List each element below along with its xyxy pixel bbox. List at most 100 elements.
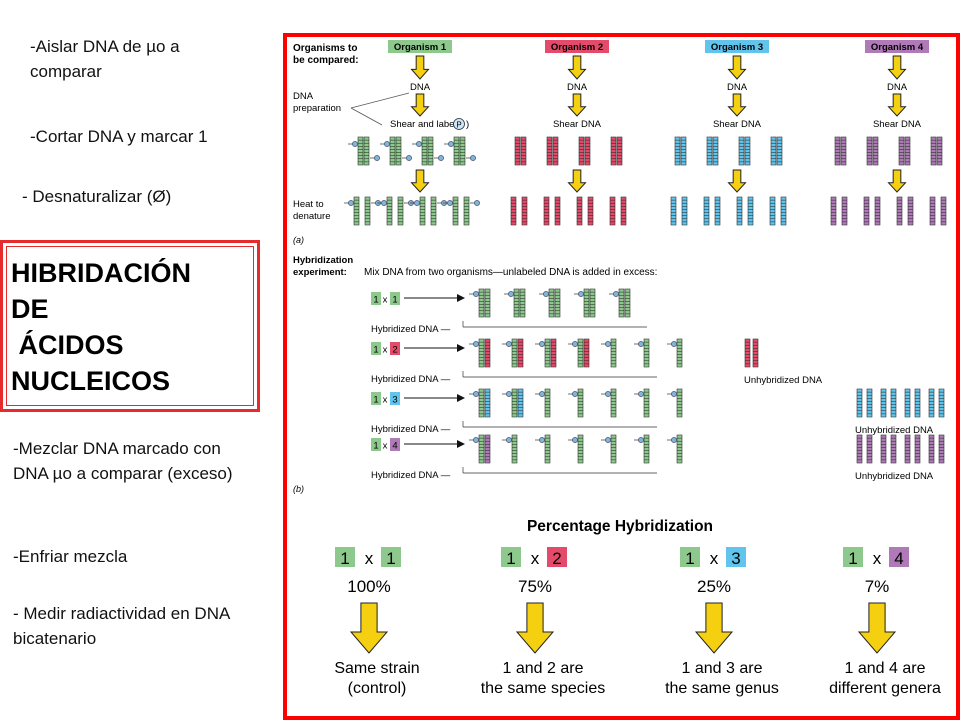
organism-2-duplex-2-a — [578, 136, 585, 166]
panel-a-label: (a) — [293, 235, 304, 245]
cross-1x3-hyb-dot-4 — [605, 391, 611, 397]
result-1x2-a-box — [501, 547, 521, 567]
heat-label-1: Heat to — [293, 199, 324, 210]
cross-1x4-unhyb-b-2 — [914, 434, 921, 464]
cross-1x4-unhyb-a-2 — [904, 434, 911, 464]
organism-1-arrow-3 — [410, 169, 430, 193]
cross-1x4-hybridized-label: Hybridized DNA — — [371, 470, 451, 481]
organism-4-duplex-3-b — [936, 136, 943, 166]
result-1x2-b-box — [547, 547, 567, 567]
cross-1x2-hyb-partner-0 — [484, 338, 491, 368]
cross-1x3-hyb-dot-0 — [473, 391, 479, 397]
organism-4-shear-label: Shear DNA — [873, 119, 922, 130]
hyb-label-1: Hybridization — [293, 255, 353, 266]
organism-3-duplex-1-b — [712, 136, 719, 166]
organism-4-ss-b-0 — [841, 196, 848, 226]
organism-1-duplex-0-b — [363, 136, 370, 166]
pct-title: Percentage Hybridization — [527, 518, 713, 535]
cross-1x3-unhyb-b-1 — [890, 388, 897, 418]
organism-1-ss-dot-r-3 — [474, 200, 480, 206]
organism-2-arrow-3 — [567, 169, 587, 193]
organism-2-ss-b-1 — [554, 196, 561, 226]
organism-3-duplex-2-a — [738, 136, 745, 166]
result-1x2-arrow — [515, 602, 555, 654]
cross-1x3-hyb-partner-1 — [517, 388, 524, 418]
organism-1-label-dot-r-0 — [374, 155, 380, 161]
result-1x4-times: x — [873, 549, 882, 568]
result-1x2-line-1: 1 and 2 are — [503, 660, 584, 677]
cross-1x2-unhyb-0 — [744, 338, 751, 368]
dna-prep-label-2: preparation — [293, 103, 341, 114]
cross-1x2-hyb-partner-2 — [550, 338, 557, 368]
cross-1x3-unhybridized-label: Unhybridized DNA — [855, 425, 934, 436]
result-1x4-line-1: 1 and 4 are — [845, 660, 926, 677]
cross-1x2-hyb-dot-6 — [671, 341, 677, 347]
cross-1x2-b — [390, 342, 400, 355]
organism-2-duplex-3-b — [616, 136, 623, 166]
organism-1-label-dot-r-1 — [406, 155, 412, 161]
result-1x3-b-label: 3 — [731, 549, 740, 568]
organism-3-ss-b-1 — [714, 196, 721, 226]
cross-1x1-hyb-dot-2 — [543, 291, 549, 297]
cross-1x1-hyb-green-2 — [548, 288, 555, 318]
organism-4-duplex-1-a — [866, 136, 873, 166]
cross-1x4-hyb-green-4 — [610, 434, 617, 464]
organisms-label-1: Organisms to — [293, 43, 357, 54]
cross-1x4-unhyb-a-0 — [856, 434, 863, 464]
cross-1x1-a — [371, 292, 381, 305]
cross-1x3-a-label: 1 — [373, 395, 378, 406]
cross-1x2-hyb-dot-2 — [539, 341, 545, 347]
result-1x1-arrow — [349, 602, 389, 654]
organism-1-duplex-1-a — [389, 136, 396, 166]
organism-4-duplex-0-b — [840, 136, 847, 166]
organism-4-ss-a-3 — [929, 196, 936, 226]
step-mix-dna: -Mezclar DNA marcado con DNA µo a compar… — [13, 439, 233, 483]
organism-1-ss-b-1 — [397, 196, 404, 226]
organism-1-label-dot-l-3 — [448, 141, 454, 147]
dna-prep-label-1: DNA — [293, 91, 314, 102]
shear-label-end: ) — [466, 119, 469, 130]
result-1x3-line-1: 1 and 3 are — [682, 660, 763, 677]
result-1x1-a-label: 1 — [340, 549, 349, 568]
cross-1x3-hyb-partner-0 — [484, 388, 491, 418]
organism-2-duplex-3-a — [610, 136, 617, 166]
cross-1x3-hyb-dot-6 — [671, 391, 677, 397]
cross-1x1-hyb-dot-3 — [578, 291, 584, 297]
cross-1x4-b — [390, 438, 400, 451]
hybridization-figure: Organisms to be compared: DNA preparatio… — [283, 33, 960, 720]
result-1x2-line-2: the same species — [481, 680, 606, 697]
cross-1x4-hyb-dot-1 — [506, 437, 512, 443]
organism-3-badge — [705, 40, 769, 53]
step-measure: - Medir radiactividad en DNA bicatenario — [13, 604, 230, 648]
shear-label-text: Shear and label ( — [390, 119, 463, 130]
cross-1x4-times: x — [383, 441, 388, 452]
result-1x3-b-box — [726, 547, 746, 567]
cross-1x2-hyb-green-5 — [643, 338, 650, 368]
organism-2-duplex-0-a — [514, 136, 521, 166]
organism-4-dna-label: DNA — [887, 82, 908, 93]
step-cut-label-dna: -Cortar DNA y marcar 1 — [30, 127, 208, 146]
cross-1x2-hyb-green-0 — [478, 338, 485, 368]
cross-1x2-hybridized-label: Hybridized DNA — — [371, 374, 451, 385]
cross-1x3-arrow-head — [457, 394, 465, 402]
organism-3-duplex-1-a — [706, 136, 713, 166]
step-cool: -Enfriar mezcla — [13, 547, 128, 566]
organism-4-label: Organism 4 — [871, 42, 924, 53]
organism-2-duplex-1-b — [552, 136, 559, 166]
cross-1x2-a — [371, 342, 381, 355]
cross-1x2-hyb-partner-1 — [517, 338, 524, 368]
phosphorus-symbol: P — [456, 121, 461, 130]
cross-1x1-hyb-green-0 — [478, 288, 485, 318]
organism-3-dna-label: DNA — [727, 82, 748, 93]
organism-3-label: Organism 3 — [711, 42, 763, 53]
result-1x4-a-box — [843, 547, 863, 567]
organism-3-duplex-0-a — [674, 136, 681, 166]
organism-3-arrow-1 — [727, 55, 747, 80]
organism-3-ss-b-0 — [681, 196, 688, 226]
cross-1x4-unhyb-b-0 — [866, 434, 873, 464]
result-1x4-percent: 7% — [865, 577, 890, 596]
organism-3-ss-b-2 — [747, 196, 754, 226]
result-1x3-a-box — [680, 547, 700, 567]
organism-3-ss-a-1 — [703, 196, 710, 226]
figure-canvas: Organisms to be compared: DNA preparatio… — [293, 40, 947, 697]
